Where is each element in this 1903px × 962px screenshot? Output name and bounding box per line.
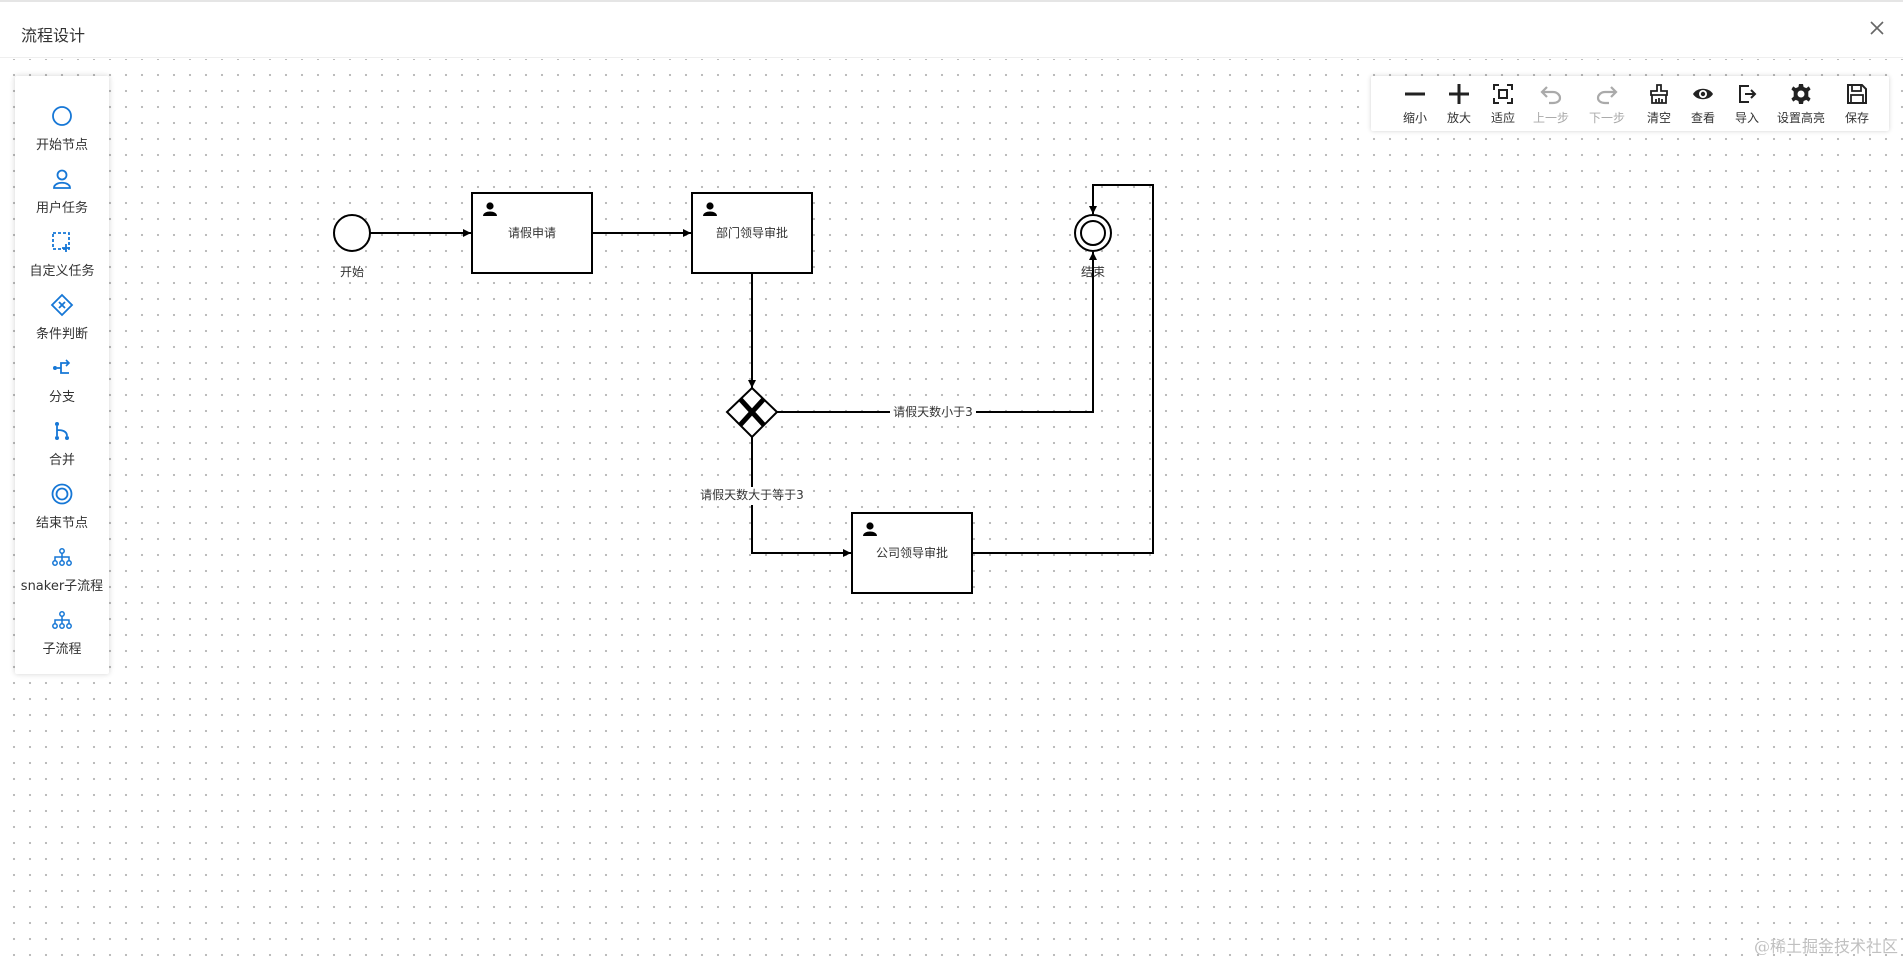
gear-icon bbox=[1791, 84, 1811, 104]
dialog-title: 流程设计 bbox=[21, 26, 86, 45]
undo-button[interactable]: 上一步 bbox=[1527, 76, 1575, 131]
redo-icon bbox=[1596, 86, 1618, 105]
exclusive-gateway[interactable] bbox=[725, 386, 779, 439]
edge-gateway-company[interactable] bbox=[751, 437, 851, 557]
task-dept[interactable] bbox=[691, 192, 813, 274]
undo-icon bbox=[1540, 86, 1562, 105]
redo-button[interactable]: 下一步 bbox=[1583, 76, 1631, 131]
toolbar-label: 清空 bbox=[1646, 111, 1671, 125]
toolbar-label: 上一步 bbox=[1532, 111, 1569, 125]
zoom-out-button[interactable]: 缩小 bbox=[1395, 76, 1435, 131]
palette-item-label: 开始节点 bbox=[35, 138, 88, 153]
edge-company-end[interactable] bbox=[973, 184, 1154, 554]
top-border bbox=[0, 0, 1903, 2]
toolbar-label: 查看 bbox=[1690, 111, 1715, 125]
palette-item-label: 分支 bbox=[48, 390, 75, 405]
set-highlight-button[interactable]: 设置高亮 bbox=[1771, 76, 1831, 131]
close-icon[interactable] bbox=[1865, 16, 1889, 40]
save-button[interactable]: 保存 bbox=[1837, 76, 1877, 131]
import-icon bbox=[1739, 85, 1757, 103]
toolbar-label: 放大 bbox=[1446, 111, 1471, 125]
fit-button[interactable]: 适应 bbox=[1483, 76, 1523, 131]
task-apply-label: 请假申请 bbox=[508, 226, 556, 240]
join-icon bbox=[55, 422, 69, 440]
palette-item-gateway[interactable]: 条件判断 bbox=[15, 289, 109, 349]
toolbar-label: 适应 bbox=[1490, 111, 1515, 125]
custom-task-icon bbox=[52, 232, 70, 252]
task-company-label: 公司领导审批 bbox=[876, 545, 948, 560]
palette-item-label: 合并 bbox=[48, 453, 75, 468]
palette-item-label: 自定义任务 bbox=[29, 264, 95, 279]
fit-icon bbox=[1493, 84, 1513, 104]
node-palette: 开始节点 用户任务 自定义任务 条件判断 分支 合并 结束节点 snaker子流… bbox=[15, 76, 109, 674]
clear-icon bbox=[1650, 84, 1668, 104]
palette-item-subprocess[interactable]: 子流程 bbox=[15, 604, 109, 664]
toolbar-label: 缩小 bbox=[1402, 111, 1427, 125]
toolbar-label: 设置高亮 bbox=[1776, 111, 1825, 125]
palette-item-label: 用户任务 bbox=[35, 201, 88, 216]
subprocess-icon bbox=[52, 548, 72, 566]
palette-item-custom-task[interactable]: 自定义任务 bbox=[15, 226, 109, 286]
toolbar-label: 保存 bbox=[1844, 111, 1869, 125]
toolbar-label: 导入 bbox=[1734, 111, 1759, 125]
subprocess-icon bbox=[52, 611, 72, 629]
palette-item-label: 结束节点 bbox=[35, 516, 88, 531]
start-event-label: 开始 bbox=[340, 265, 364, 279]
palette-item-start[interactable]: 开始节点 bbox=[15, 100, 109, 160]
watermark: @稀土掘金技术社区 bbox=[1753, 937, 1898, 956]
palette-item-join[interactable]: 合并 bbox=[15, 415, 109, 475]
user-task-icon bbox=[53, 169, 71, 189]
zoom-in-button[interactable]: 放大 bbox=[1439, 76, 1479, 131]
task-dept-label: 部门领导审批 bbox=[716, 225, 788, 240]
end-event[interactable] bbox=[1074, 214, 1112, 252]
palette-item-end[interactable]: 结束节点 bbox=[15, 478, 109, 538]
palette-item-label: 条件判断 bbox=[35, 327, 88, 342]
save-icon bbox=[1847, 84, 1867, 104]
gateway-icon bbox=[50, 293, 74, 317]
toolbar: 缩小 放大 适应 上一步 下一步 清空 查看 导入 设置高亮 保存 bbox=[1371, 76, 1889, 131]
fork-icon bbox=[53, 359, 71, 374]
end-event-icon bbox=[51, 483, 73, 505]
start-event-icon bbox=[52, 106, 72, 126]
zoom-out-icon bbox=[1405, 92, 1425, 96]
edge-label-greater: 请假天数大于等于3 bbox=[700, 487, 804, 502]
palette-item-fork[interactable]: 分支 bbox=[15, 352, 109, 412]
palette-item-snaker-subprocess[interactable]: snaker子流程 bbox=[15, 541, 109, 601]
palette-item-label: snaker子流程 bbox=[20, 579, 104, 594]
toolbar-label: 下一步 bbox=[1588, 111, 1625, 125]
edge-label-less: 请假天数小于3 bbox=[893, 404, 973, 419]
import-button[interactable]: 导入 bbox=[1727, 76, 1767, 131]
eye-icon bbox=[1693, 88, 1713, 100]
zoom-in-icon bbox=[1449, 84, 1469, 104]
dialog-header: 流程设计 bbox=[0, 2, 1903, 58]
design-canvas[interactable] bbox=[0, 59, 1903, 962]
end-event-label: 结束 bbox=[1081, 265, 1105, 279]
clear-button[interactable]: 清空 bbox=[1639, 76, 1679, 131]
palette-item-user-task[interactable]: 用户任务 bbox=[15, 163, 109, 223]
view-button[interactable]: 查看 bbox=[1683, 76, 1723, 131]
start-event[interactable] bbox=[333, 214, 371, 252]
edge-gateway-end[interactable] bbox=[777, 252, 1097, 413]
palette-item-label: 子流程 bbox=[42, 642, 82, 657]
